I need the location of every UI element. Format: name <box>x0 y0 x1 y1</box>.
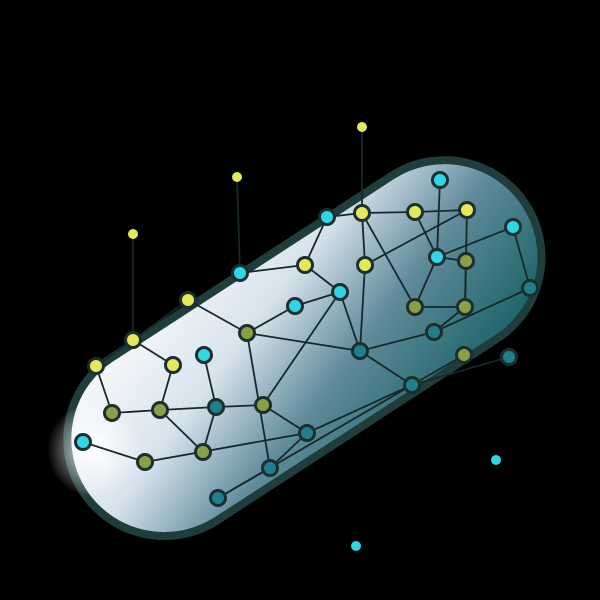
network-node <box>456 298 474 316</box>
network-node <box>296 256 314 274</box>
network-node <box>164 356 182 374</box>
network-node <box>455 346 473 364</box>
antenna-dot <box>128 229 138 239</box>
network-node <box>425 323 443 341</box>
network-node <box>136 453 154 471</box>
network-node <box>504 218 522 236</box>
network-node <box>103 404 121 422</box>
network-node <box>331 283 349 301</box>
antenna-line <box>236 176 241 274</box>
network-edge <box>339 291 361 352</box>
network-node <box>458 201 476 219</box>
network-node <box>356 256 374 274</box>
network-edge <box>512 226 531 289</box>
network-node <box>298 424 316 442</box>
network-edge <box>359 331 435 352</box>
network-node <box>353 204 371 222</box>
network-edge <box>262 291 341 406</box>
network-edge <box>132 299 189 341</box>
network-node <box>428 248 446 266</box>
network-edge <box>359 350 413 386</box>
network-edge <box>246 332 361 352</box>
network-node <box>74 433 92 451</box>
network-node <box>403 376 421 394</box>
network-edge <box>436 226 514 258</box>
floating-dot <box>491 455 501 465</box>
network-edge <box>411 356 510 386</box>
network-edge <box>159 409 204 453</box>
network-edge <box>364 209 468 266</box>
network-edge <box>433 287 531 333</box>
antenna-dot <box>232 172 242 182</box>
network-node <box>351 342 369 360</box>
network-node <box>406 298 424 316</box>
network-node <box>406 203 424 221</box>
network-node <box>231 264 249 282</box>
network-node <box>286 297 304 315</box>
network-edge <box>306 384 413 434</box>
network-node <box>124 331 142 349</box>
network-node <box>521 279 539 297</box>
network-node <box>261 459 279 477</box>
network-edge <box>361 212 416 308</box>
network-edge <box>246 305 296 334</box>
network-edge <box>187 299 248 334</box>
network-node <box>318 208 336 226</box>
network-node <box>207 398 225 416</box>
network-node <box>500 348 518 366</box>
network-node <box>87 357 105 375</box>
floating-dot <box>351 541 361 551</box>
network-node <box>195 346 213 364</box>
network-nodes <box>74 122 539 551</box>
network-node <box>254 396 272 414</box>
network-node <box>457 252 475 270</box>
network-edge <box>436 179 441 258</box>
network-node <box>179 291 197 309</box>
network-edge <box>414 256 438 308</box>
network-edge <box>82 441 146 463</box>
network-node <box>194 443 212 461</box>
network-node <box>151 401 169 419</box>
antenna-dot <box>357 122 367 132</box>
network-node <box>209 489 227 507</box>
network-edge <box>359 264 366 352</box>
network-edge <box>239 264 306 274</box>
glow-highlight <box>47 402 143 498</box>
network-edge <box>144 432 308 463</box>
network-edge <box>159 406 217 411</box>
network-edge <box>217 384 413 499</box>
network-node <box>431 171 449 189</box>
network-node <box>238 324 256 342</box>
network-edge <box>411 354 465 386</box>
